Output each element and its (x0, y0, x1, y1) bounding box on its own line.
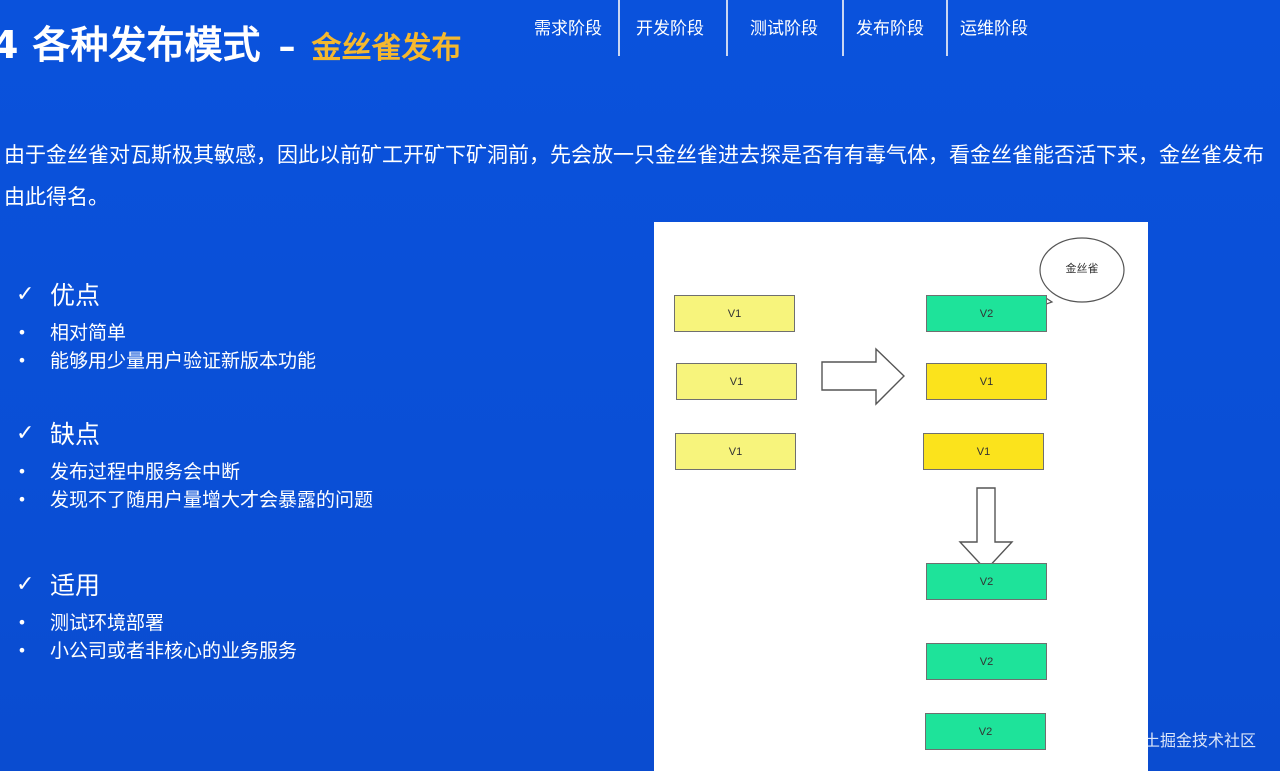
section-applicable: ✓ 适用 •测试环境部署 •小公司或者非核心的业务服务 (16, 567, 297, 665)
list-item: •能够用少量用户验证新版本功能 (16, 347, 316, 375)
bullet-icon: • (17, 641, 27, 660)
section-heading: ✓ 缺点 (16, 416, 373, 450)
check-icon: ✓ (16, 420, 35, 446)
intro-text: 由于金丝雀对瓦斯极其敏感，因此以前矿工开矿下矿洞前，先会放一只金丝雀进去探是否有… (4, 143, 1264, 209)
tab-requirements[interactable]: 需求阶段 (522, 0, 620, 56)
right-arrow-icon (821, 347, 905, 406)
list-item: •发现不了随用户量增大才会暴露的问题 (16, 486, 373, 514)
watermark: @稀土掘金技术社区 (1111, 731, 1256, 750)
server-box-v1: V1 (676, 363, 797, 400)
title-number: 4 (0, 23, 19, 67)
list-item: •发布过程中服务会中断 (16, 458, 373, 486)
bubble-label: 金丝雀 (1065, 263, 1099, 275)
server-box-v1: V1 (674, 295, 795, 332)
tab-development[interactable]: 开发阶段 (620, 0, 728, 56)
bullet-icon: • (17, 490, 27, 509)
server-box-v1: V1 (923, 433, 1044, 470)
section-heading-label: 适用 (50, 571, 101, 600)
bullet-list: •测试环境部署 •小公司或者非核心的业务服务 (16, 609, 297, 665)
page-title: 4 各种发布模式 – 金丝雀发布 (0, 14, 461, 69)
diagram-shapes (821, 237, 1125, 572)
title-dash: – (278, 27, 296, 67)
tab-operations[interactable]: 运维阶段 (960, 19, 1028, 39)
server-box-v2: V2 (925, 713, 1046, 750)
server-box-v1: V1 (675, 433, 796, 470)
server-box-v2: V2 (926, 643, 1047, 680)
server-box-v2: V2 (926, 295, 1047, 332)
canary-diagram: 金丝雀 V1 V1 V1 V2 V1 V1 V2 V2 V2 (654, 222, 1148, 771)
tab-release[interactable]: 发布阶段 (844, 0, 948, 56)
server-box-v2: V2 (926, 563, 1047, 600)
bullet-icon: • (17, 323, 27, 342)
section-pros: ✓ 优点 •相对简单 •能够用少量用户验证新版本功能 (16, 277, 316, 375)
check-icon: ✓ (16, 281, 35, 307)
section-heading-label: 缺点 (50, 420, 101, 449)
server-box-v1: V1 (926, 363, 1047, 400)
list-item: •相对简单 (16, 319, 316, 347)
bullet-list: •发布过程中服务会中断 •发现不了随用户量增大才会暴露的问题 (16, 458, 373, 514)
bullet-icon: • (17, 351, 27, 370)
section-heading: ✓ 适用 (16, 567, 297, 601)
bullet-icon: • (17, 613, 27, 632)
tab-testing[interactable]: 测试阶段 (728, 0, 844, 56)
list-item: •小公司或者非核心的业务服务 (16, 637, 297, 665)
title-main: 各种发布模式 (32, 23, 261, 67)
section-heading: ✓ 优点 (16, 277, 316, 311)
stage-nav: 需求阶段 开发阶段 测试阶段 发布阶段 运维阶段 (522, 0, 1048, 56)
title-subtitle: 金丝雀发布 (311, 31, 462, 66)
list-item: •测试环境部署 (16, 609, 297, 637)
check-icon: ✓ (16, 571, 35, 597)
section-cons: ✓ 缺点 •发布过程中服务会中断 •发现不了随用户量增大才会暴露的问题 (16, 416, 373, 514)
bullet-icon: • (17, 462, 27, 481)
bullet-list: •相对简单 •能够用少量用户验证新版本功能 (16, 319, 316, 375)
down-arrow-icon (958, 487, 1014, 572)
bubble-shape (1039, 237, 1125, 303)
section-heading-label: 优点 (50, 281, 101, 310)
